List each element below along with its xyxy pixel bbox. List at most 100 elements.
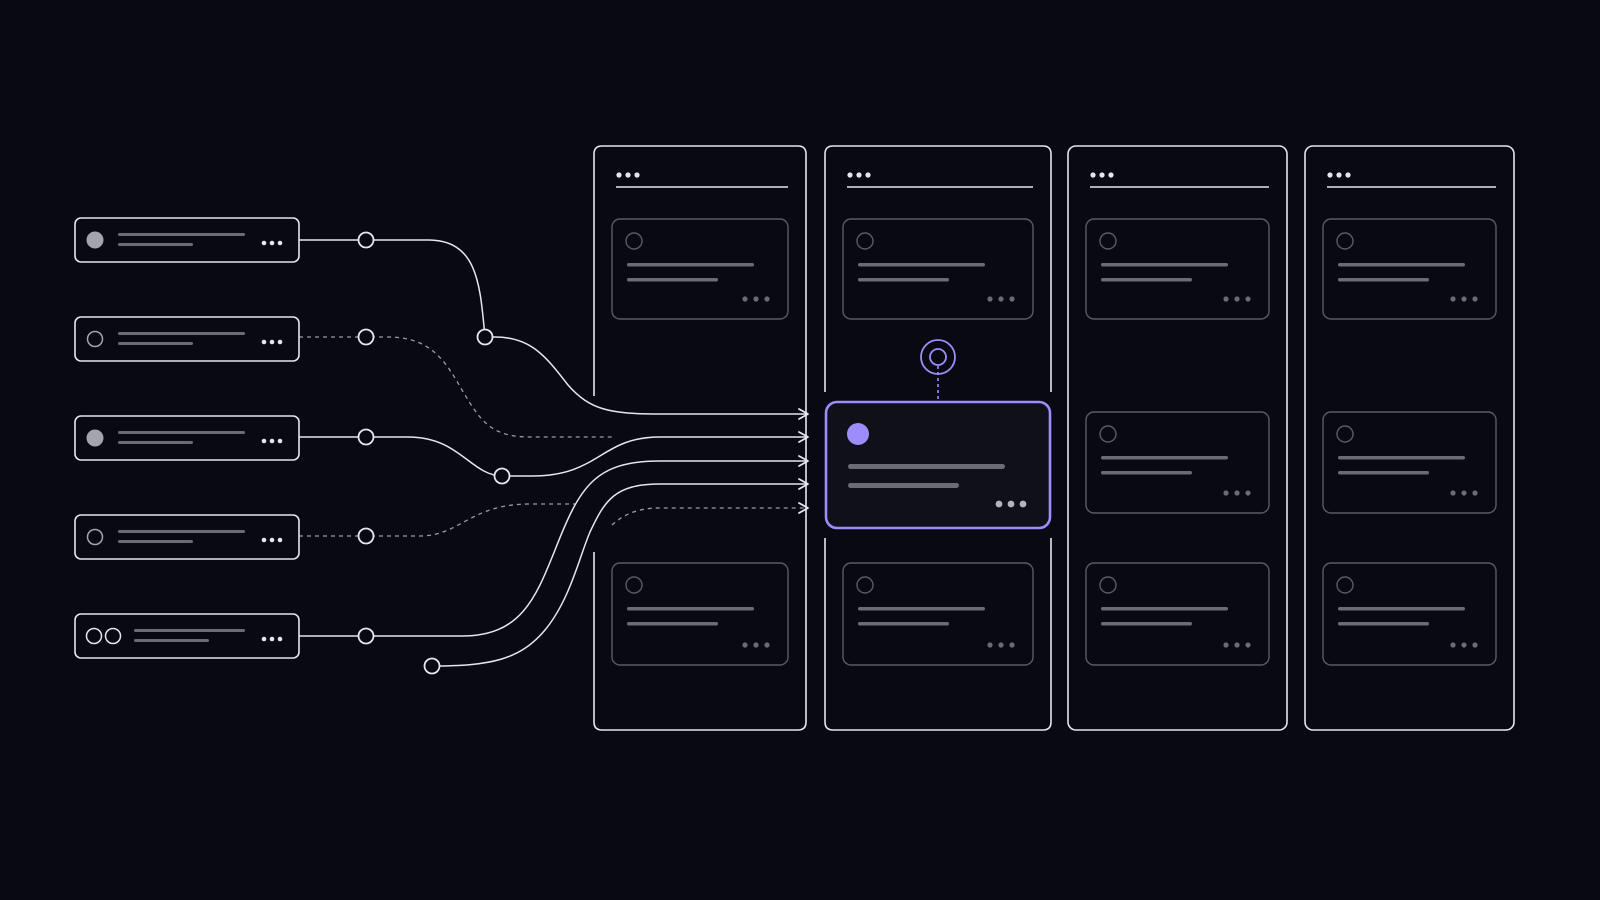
connector-node[interactable]	[357, 328, 375, 346]
dot	[987, 296, 993, 302]
dot	[1345, 172, 1351, 178]
connector-node[interactable]	[476, 328, 494, 346]
card-menu-icon[interactable]	[1223, 642, 1251, 648]
board-card[interactable]	[1085, 562, 1270, 666]
board-card[interactable]	[611, 562, 789, 666]
text-placeholder-line	[858, 607, 985, 611]
dot	[1009, 296, 1015, 302]
dot	[1223, 642, 1229, 648]
dot	[277, 339, 283, 345]
board-column	[1304, 145, 1515, 731]
board-card[interactable]	[842, 562, 1034, 666]
text-placeholder-line	[134, 639, 209, 642]
column-frame	[1067, 145, 1288, 731]
source-item[interactable]	[74, 217, 300, 263]
dot	[277, 537, 283, 543]
text-placeholder-line	[118, 332, 245, 335]
connector-node[interactable]	[357, 231, 375, 249]
column-menu-icon[interactable]	[1090, 172, 1114, 178]
dot	[856, 172, 862, 178]
dot	[1472, 642, 1478, 648]
card-frame	[842, 562, 1034, 666]
dot	[1234, 296, 1240, 302]
more-options-icon[interactable]	[261, 339, 283, 345]
connector-line	[299, 239, 809, 420]
dot	[1245, 490, 1251, 496]
source-item[interactable]	[74, 316, 300, 362]
text-placeholder-line	[1101, 622, 1192, 626]
card-menu-icon[interactable]	[742, 296, 770, 302]
dot	[987, 642, 993, 648]
dot	[742, 642, 748, 648]
connector-node[interactable]	[357, 428, 375, 446]
column-menu-icon[interactable]	[616, 172, 640, 178]
board-card[interactable]	[1322, 218, 1497, 320]
source-item-frame	[74, 415, 300, 461]
connector-node[interactable]	[493, 467, 511, 485]
board-card[interactable]	[842, 218, 1034, 320]
dot	[1223, 296, 1229, 302]
dot	[1009, 642, 1015, 648]
column-menu-icon[interactable]	[1327, 172, 1351, 178]
card-menu-icon[interactable]	[987, 642, 1015, 648]
text-placeholder-line	[1101, 456, 1228, 460]
card-frame	[611, 562, 789, 666]
more-options-icon[interactable]	[261, 438, 283, 444]
filled-circle-icon	[86, 429, 104, 447]
dot	[1108, 172, 1114, 178]
outline-circle-icon	[1099, 232, 1117, 250]
connector-line	[299, 431, 809, 477]
text-placeholder-line	[848, 483, 959, 488]
text-placeholder-line	[1101, 471, 1192, 475]
connector-node[interactable]	[423, 657, 441, 675]
dot	[1245, 642, 1251, 648]
highlighted-card[interactable]	[824, 400, 1052, 530]
source-item[interactable]	[74, 415, 300, 461]
board-card[interactable]	[1322, 411, 1497, 514]
board-column	[593, 145, 807, 731]
source-item-frame	[74, 316, 300, 362]
board-card[interactable]	[1085, 218, 1270, 320]
text-placeholder-line	[858, 263, 985, 267]
dot	[1450, 296, 1456, 302]
dot	[634, 172, 640, 178]
text-placeholder-line	[134, 629, 245, 632]
card-menu-icon[interactable]	[742, 642, 770, 648]
text-placeholder-line	[858, 278, 949, 282]
card-menu-icon[interactable]	[987, 296, 1015, 302]
more-options-icon[interactable]	[261, 240, 283, 246]
card-frame	[1322, 411, 1497, 514]
card-menu-icon[interactable]	[1223, 490, 1251, 496]
card-menu-icon[interactable]	[1450, 642, 1478, 648]
connector-node[interactable]	[357, 527, 375, 545]
more-options-icon[interactable]	[261, 636, 283, 642]
dashed-connector	[611, 502, 809, 526]
card-frame	[842, 218, 1034, 320]
dot	[1450, 490, 1456, 496]
connector-node[interactable]	[357, 627, 375, 645]
board-card[interactable]	[1085, 411, 1270, 514]
card-menu-icon[interactable]	[995, 500, 1027, 508]
more-options-icon[interactable]	[261, 537, 283, 543]
target-pin-icon[interactable]	[920, 339, 956, 401]
dot	[261, 636, 267, 642]
text-placeholder-line	[627, 263, 754, 267]
card-menu-icon[interactable]	[1450, 296, 1478, 302]
kanban-board	[593, 145, 1515, 731]
dot	[998, 296, 1004, 302]
column-menu-icon[interactable]	[847, 172, 871, 178]
dot	[277, 636, 283, 642]
outline-circle-icon	[856, 232, 874, 250]
outline-circle-icon	[1336, 232, 1354, 250]
dot	[865, 172, 871, 178]
board-card[interactable]	[611, 218, 789, 320]
board-card[interactable]	[1322, 562, 1497, 666]
text-placeholder-line	[858, 622, 949, 626]
source-item[interactable]	[74, 514, 300, 560]
dot	[1099, 172, 1105, 178]
text-placeholder-line	[118, 530, 245, 533]
card-menu-icon[interactable]	[1223, 296, 1251, 302]
source-item[interactable]	[74, 613, 300, 659]
dot	[764, 642, 770, 648]
card-menu-icon[interactable]	[1450, 490, 1478, 496]
